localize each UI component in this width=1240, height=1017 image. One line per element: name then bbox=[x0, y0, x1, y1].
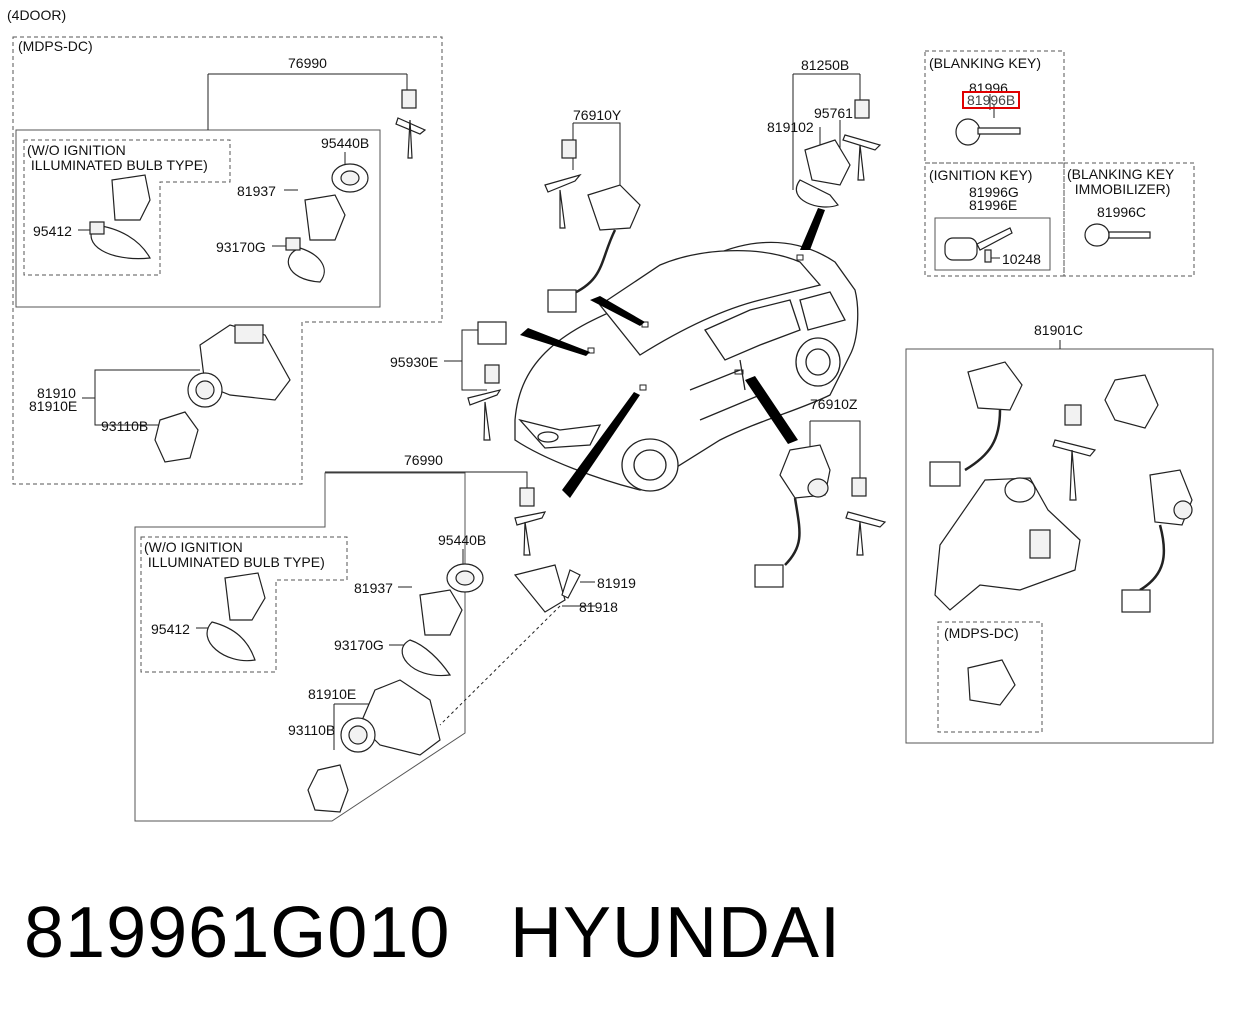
section-label-blanking-key: (BLANKING KEY) bbox=[929, 55, 1042, 71]
part-label-95412-top: 95412 bbox=[33, 223, 72, 239]
part-label-81937-bottom: 81937 bbox=[354, 580, 393, 596]
wo-ignition-bottom-dash bbox=[140, 536, 348, 673]
part-label-95761: 95761 bbox=[814, 105, 853, 121]
footer-brand: HYUNDAI bbox=[510, 893, 842, 973]
part-label-76910y: 76910Y bbox=[573, 107, 622, 123]
part-label-76990-top: 76990 bbox=[288, 55, 327, 71]
part-label-10248: 10248 bbox=[1002, 251, 1041, 267]
top-left-parts bbox=[89, 89, 427, 463]
part-label-95930e: 95930E bbox=[390, 354, 439, 370]
part-label-81996b-highlighted: 81996B bbox=[962, 91, 1021, 109]
section-label-ignition-key: (IGNITION KEY) bbox=[929, 167, 1033, 183]
section-label-mdps-dc-top: (MDPS-DC) bbox=[18, 38, 93, 54]
blanking-key-immobilizer-frame bbox=[1063, 162, 1195, 277]
part-label-93170g-top: 93170G bbox=[216, 239, 266, 255]
lower-assembly-frame bbox=[134, 472, 466, 822]
section-label-wo-ignition-top: (W/O IGNITION ILLUMINATED BULB TYPE) bbox=[27, 142, 208, 173]
part-label-81910-top: 81910 bbox=[37, 385, 76, 401]
part-label-819102: 819102 bbox=[767, 119, 814, 135]
assembly-76910z bbox=[754, 444, 887, 588]
bottom-left-parts bbox=[206, 487, 581, 813]
part-label-81901c: 81901C bbox=[1034, 322, 1084, 338]
part-label-81910e-top: 81910E bbox=[29, 398, 78, 414]
part-label-81910e-bottom: 81910E bbox=[308, 686, 357, 702]
assembly-76910y bbox=[544, 139, 641, 313]
ignition-key-inner-frame bbox=[934, 217, 1051, 271]
part-label-81918: 81918 bbox=[579, 599, 618, 615]
part-label-81996g: 81996G bbox=[969, 184, 1019, 200]
mdps-dc-top-frame bbox=[12, 36, 443, 485]
footer-part-number: 819961G010 bbox=[24, 893, 451, 973]
part-label-93110b-top: 93110B bbox=[101, 418, 149, 434]
part-label-76990-bottom: 76990 bbox=[404, 452, 443, 468]
wo-ignition-top-frame bbox=[15, 129, 381, 308]
assembly-95930e bbox=[467, 321, 507, 441]
section-label-wo-ignition-bottom: (W/O IGNITION ILLUMINATED BULB TYPE) bbox=[144, 539, 325, 570]
part-label-95412-bottom: 95412 bbox=[151, 621, 190, 637]
part-label-95440b-top: 95440B bbox=[321, 135, 370, 151]
part-label-81937-top: 81937 bbox=[237, 183, 276, 199]
wo-ignition-top-dash bbox=[23, 139, 231, 276]
part-label-93170g-bottom: 93170G bbox=[334, 637, 384, 653]
mdps-dc-right-frame bbox=[937, 621, 1043, 733]
part-label-81250b: 81250B bbox=[801, 57, 850, 73]
section-label-mdps-dc-right: (MDPS-DC) bbox=[944, 625, 1019, 641]
pointer-wedges bbox=[520, 208, 825, 498]
assembly-81250b bbox=[795, 99, 882, 208]
part-label-93110b-bottom: 93110B bbox=[288, 722, 336, 738]
part-label-81919: 81919 bbox=[597, 575, 636, 591]
section-label-4door: (4DOOR) bbox=[7, 7, 67, 23]
part-label-76910z: 76910Z bbox=[810, 396, 858, 412]
key-icons bbox=[944, 118, 1151, 263]
part-label-81996c: 81996C bbox=[1097, 204, 1147, 220]
assembly-81901c bbox=[929, 361, 1193, 706]
section-label-blanking-key-immobilizer: (BLANKING KEY IMMOBILIZER) bbox=[1067, 166, 1175, 197]
part-label-95440b-bottom: 95440B bbox=[438, 532, 487, 548]
part-label-81996e: 81996E bbox=[969, 197, 1018, 213]
car-illustration bbox=[514, 241, 859, 492]
